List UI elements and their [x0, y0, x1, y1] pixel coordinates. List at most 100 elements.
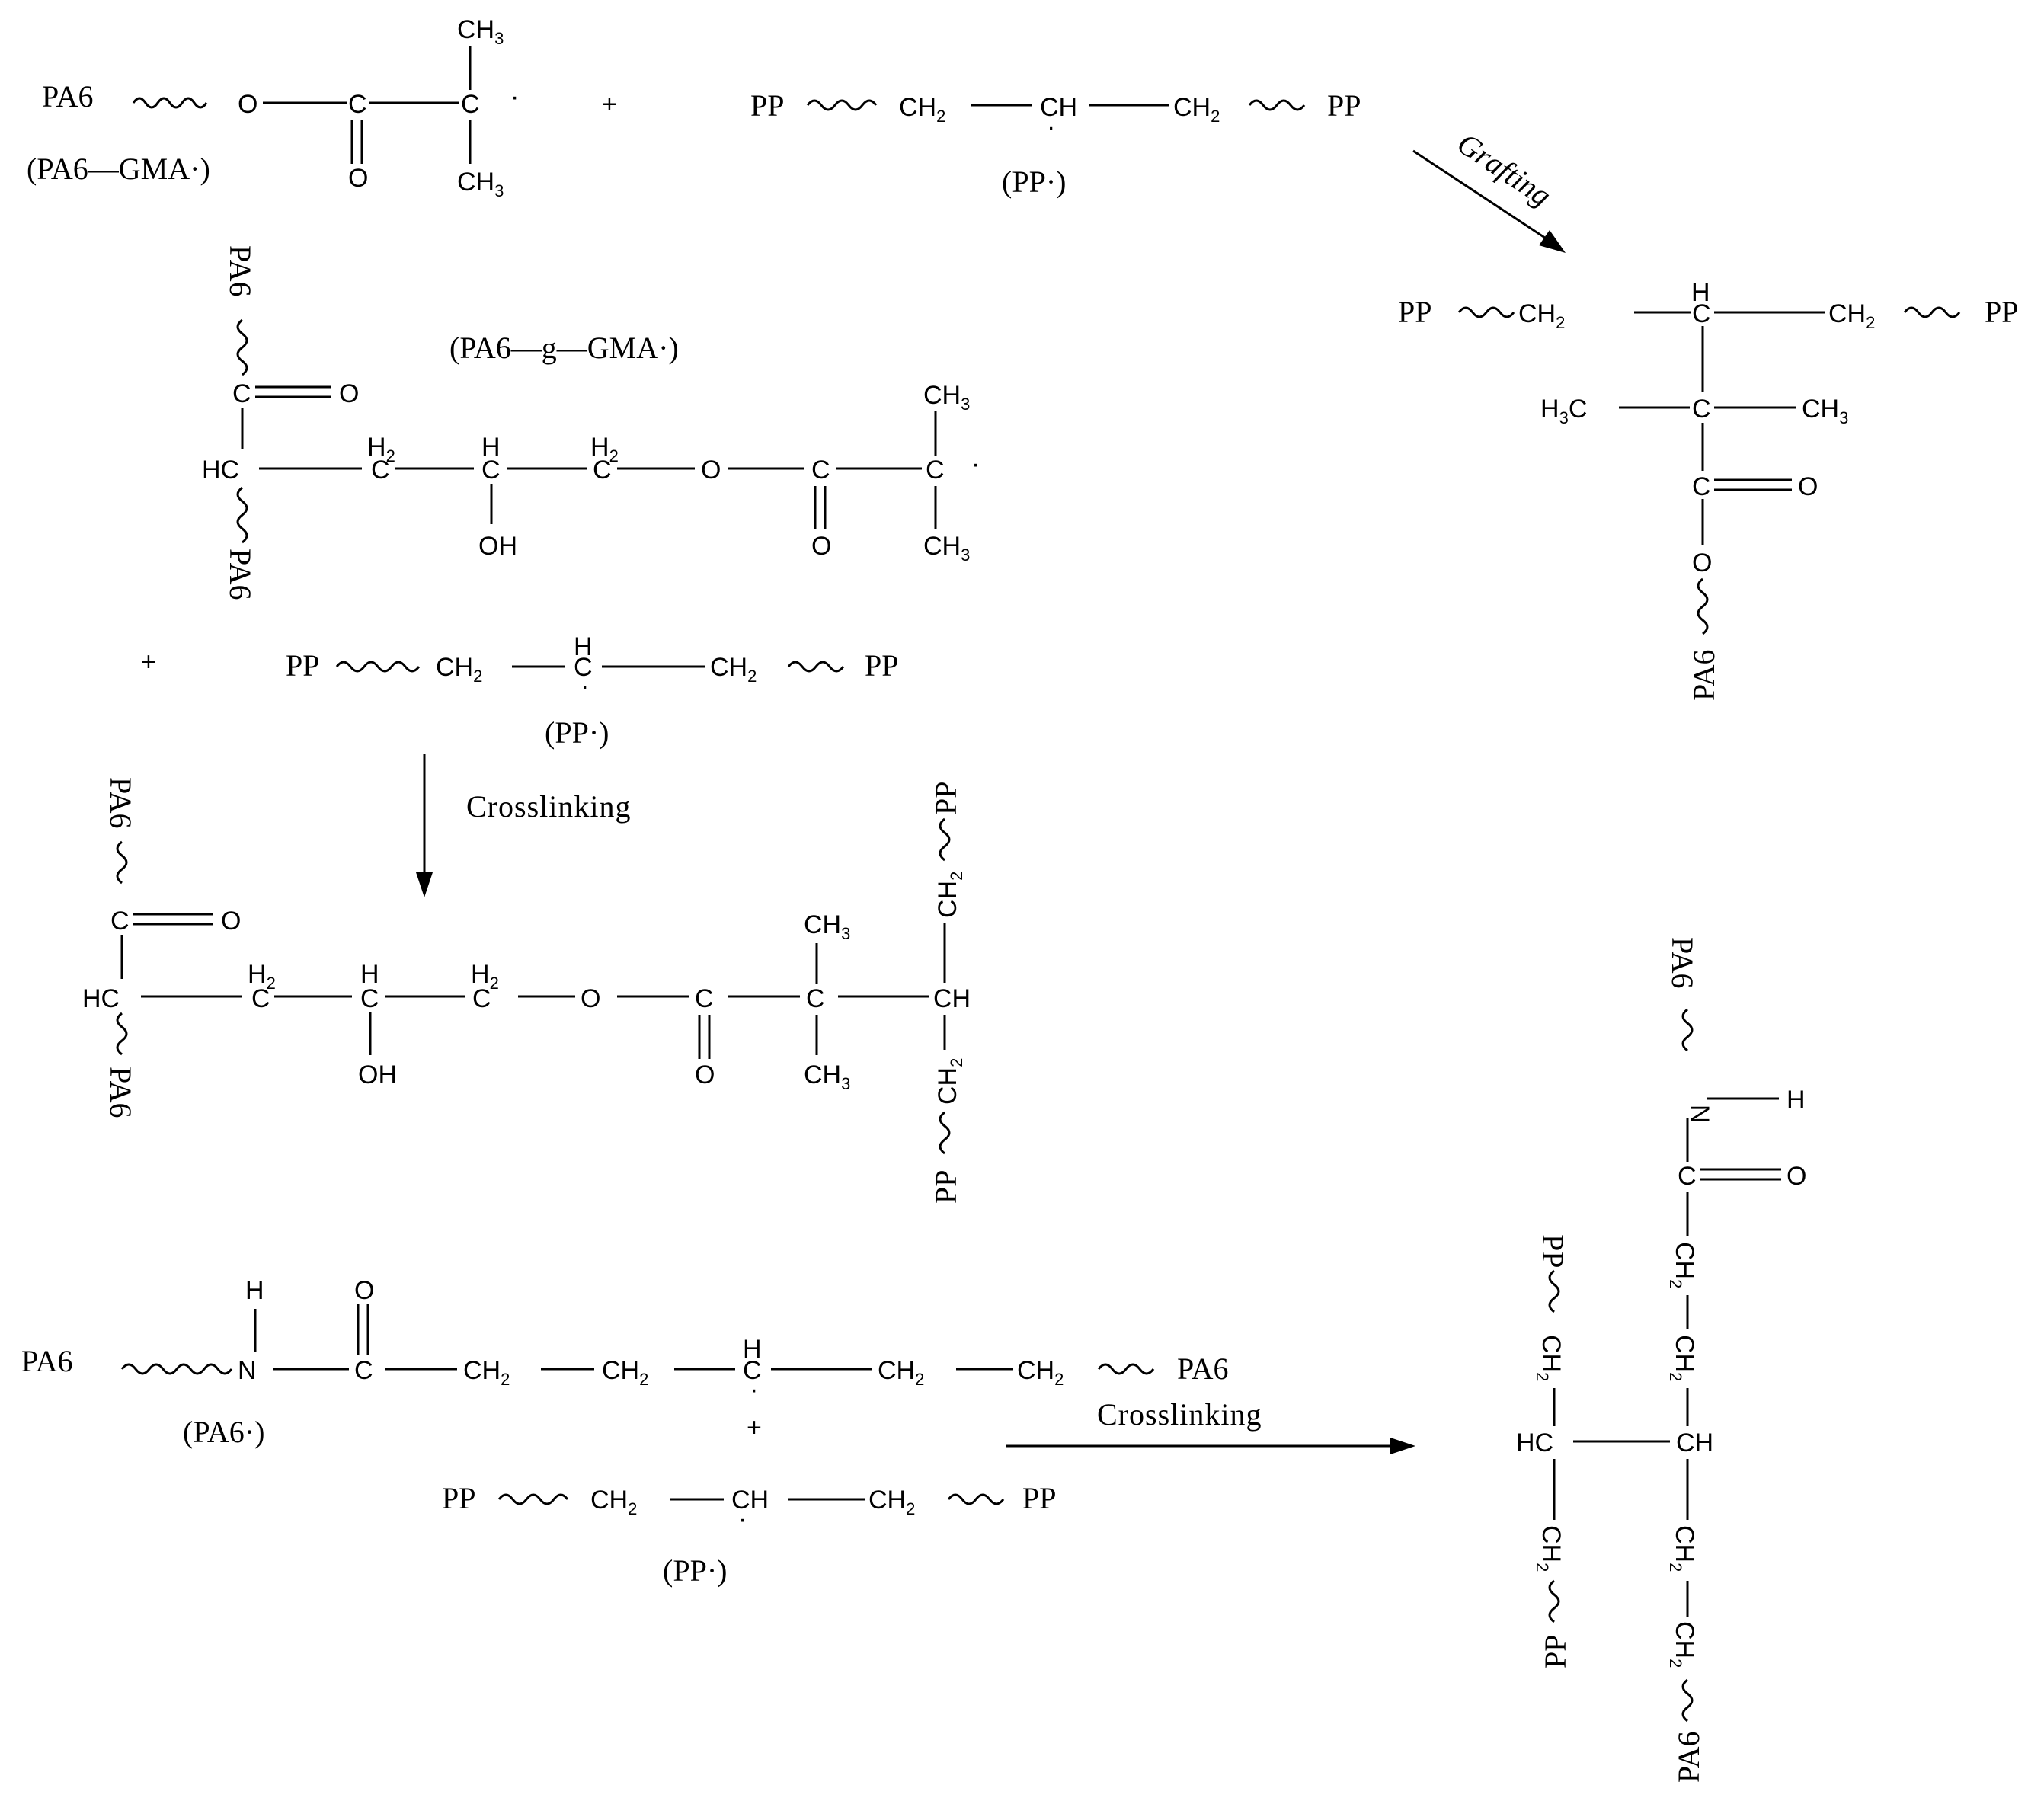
- ch2-group: CH2: [710, 653, 757, 686]
- pp-label: PP: [286, 648, 320, 683]
- wavy-bond: [497, 1493, 569, 1505]
- ch2-group: CH2: [463, 1356, 510, 1389]
- radical-carbon: C: [461, 90, 480, 119]
- wavy-bond: [787, 661, 845, 673]
- pp-label: PP: [865, 648, 899, 683]
- c-atom: C: [593, 456, 612, 485]
- wavy-bond: [1457, 306, 1515, 318]
- methyl-bottom: CH3: [457, 168, 504, 200]
- h-atom: H: [574, 632, 593, 661]
- nitrogen-atom: N: [238, 1356, 257, 1385]
- carbonyl-carbon: C: [1692, 472, 1711, 501]
- ester-oxygen: O: [581, 984, 600, 1013]
- grafted-product: PP CH2 H C CH2 PP H3C C CH3 C O O PA6: [1398, 278, 2019, 701]
- quaternary-carbon: C: [806, 984, 825, 1013]
- wavy-bond: [236, 318, 248, 376]
- grafting-label: Grafting: [1451, 126, 1557, 213]
- ch2-group: CH2: [1828, 299, 1875, 332]
- pp-radical-label: (PP·): [1002, 165, 1066, 199]
- c-atom: C: [481, 456, 501, 485]
- c-atom: C: [251, 984, 270, 1013]
- h-atom: H: [743, 1335, 762, 1364]
- ch2-group: CH2: [1666, 1335, 1699, 1381]
- carbonyl-oxygen: O: [811, 532, 831, 561]
- ch-radical: CH: [1040, 93, 1077, 122]
- pp-radical-label: (PP·): [545, 715, 609, 750]
- hc-atom: HC: [202, 456, 239, 485]
- carbonyl-oxygen: O: [1787, 1162, 1806, 1191]
- carbonyl-oxygen: O: [354, 1276, 374, 1305]
- ester-oxygen: O: [1692, 549, 1712, 577]
- pp-label: PP: [1327, 88, 1361, 123]
- wavy-bond: [236, 486, 248, 544]
- carbonyl-carbon: C: [110, 907, 130, 936]
- pa6-radical: PA6 N H C O CH2 CH2 H C · CH2 CH2 PA6 (P…: [21, 1276, 1228, 1449]
- crosslinking-label: Crosslinking: [466, 789, 631, 824]
- carbonyl-oxygen: O: [339, 379, 359, 408]
- wavy-bond: [1681, 1008, 1694, 1052]
- carbonyl-oxygen: O: [695, 1060, 715, 1089]
- methyl-top: CH3: [804, 910, 850, 943]
- carbonyl-oxygen: O: [221, 907, 241, 936]
- pa6-label: PA6: [104, 1067, 138, 1118]
- pa6-gma-radical-label: (PA6—GMA·): [27, 152, 210, 186]
- pp-label: PP: [1398, 295, 1432, 329]
- quaternary-carbon: C: [1692, 395, 1711, 424]
- nitrogen-atom: N: [1685, 1105, 1714, 1124]
- amide-h: H: [245, 1276, 264, 1305]
- wavy-bond: [1548, 1579, 1560, 1623]
- ch-radical: CH: [731, 1486, 769, 1515]
- ch2-upper: CH2: [933, 872, 966, 918]
- wavy-bond: [1903, 306, 1961, 318]
- pp-label: PP: [929, 782, 963, 816]
- methyl-bottom: CH3: [923, 532, 970, 565]
- pp-label: PP: [1538, 1635, 1572, 1669]
- pa6-label: PA6: [1687, 650, 1721, 701]
- c-atom: C: [472, 984, 491, 1013]
- wavy-bond: [1548, 1269, 1560, 1313]
- radical-dot: ·: [971, 449, 980, 478]
- ch2-group: CH2: [1518, 299, 1565, 332]
- ch-atom: CH: [1676, 1428, 1713, 1457]
- carbonyl-carbon: C: [1678, 1162, 1697, 1191]
- ch2-group: CH2: [602, 1356, 648, 1389]
- crosslinking-arrow-down: Crosslinking: [416, 754, 631, 897]
- ch2-group: CH2: [1017, 1356, 1064, 1389]
- pp-radical-top: PP CH2 CH · CH2 PP (PP·): [750, 88, 1361, 199]
- carbonyl-carbon: C: [354, 1356, 373, 1385]
- ch2-group: CH2: [1666, 1525, 1699, 1572]
- ch2-group: CH2: [868, 1486, 915, 1518]
- pp-label: PP: [750, 88, 785, 123]
- radical-carbon: C: [926, 456, 945, 485]
- ch2-group: CH2: [899, 93, 945, 126]
- pp-radical-bottom: PP CH2 CH · CH2 PP (PP·): [442, 1481, 1057, 1588]
- carbonyl-carbon: C: [811, 456, 830, 485]
- wavy-bond: [939, 1111, 951, 1155]
- ch2-lower: CH2: [933, 1058, 966, 1105]
- pa6-label: PA6: [1665, 937, 1700, 988]
- wavy-bond: [1248, 99, 1306, 111]
- pa6-label: PA6: [223, 549, 257, 600]
- crosslinked-product-1: PA6 C O HC H2 C H C OH H2 C O C O C CH3 …: [82, 777, 971, 1204]
- pa6-label: PA6: [21, 1344, 72, 1378]
- c-atom: C: [360, 984, 379, 1013]
- pa6-radical-label: (PA6·): [183, 1415, 264, 1449]
- pa6-g-gma-radical: PA6 C O HC H2 C H C OH H2 C O C O C CH3 …: [202, 245, 980, 600]
- pp-label: PP: [1536, 1234, 1570, 1268]
- radical-dot: ·: [1047, 113, 1055, 142]
- pa6-label: PA6: [1177, 1352, 1228, 1386]
- c-atom: C: [1692, 299, 1711, 328]
- carbonyl-carbon: C: [348, 90, 367, 119]
- hydroxyl: OH: [478, 532, 517, 561]
- methyl-left: H3C: [1540, 395, 1587, 427]
- crosslinking-arrow-right: Crosslinking: [1006, 1397, 1415, 1454]
- crosslinking-label: Crosslinking: [1097, 1397, 1262, 1432]
- wavy-bond: [132, 97, 208, 109]
- pp-label: PP: [442, 1481, 476, 1515]
- wavy-bond: [1697, 577, 1709, 635]
- c-atom: C: [371, 456, 390, 485]
- ch2-group: CH2: [1666, 1242, 1699, 1288]
- plus-sign: +: [602, 90, 617, 119]
- ch2-group: CH2: [1533, 1525, 1566, 1572]
